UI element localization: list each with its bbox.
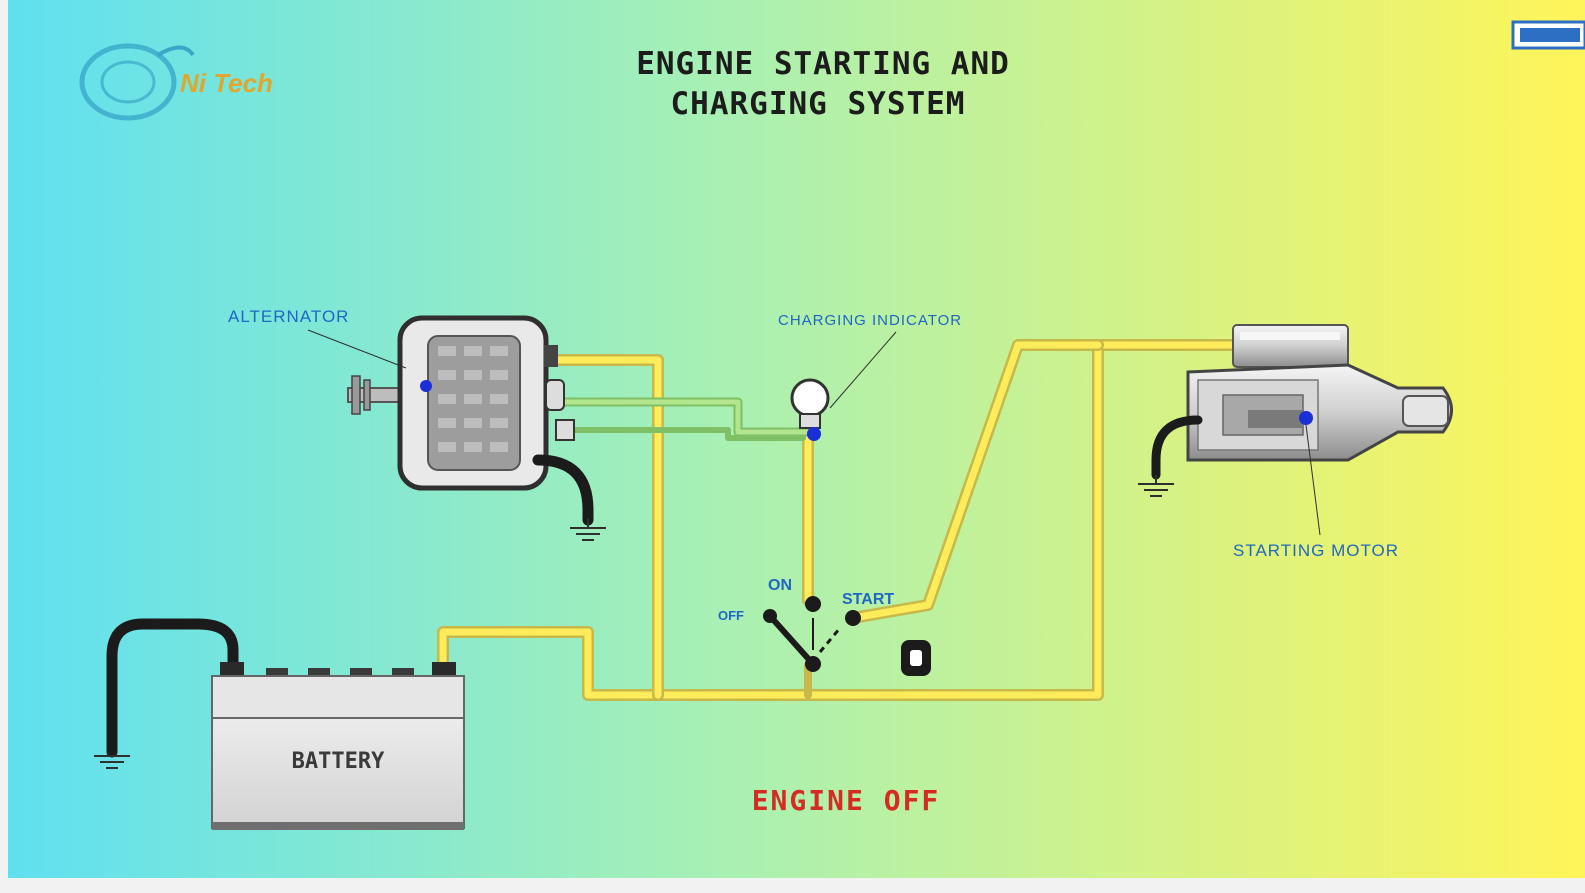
starter-leader-line xyxy=(1305,424,1321,536)
alternator-terminal xyxy=(420,380,432,392)
brand-logo-icon: Ni Tech xyxy=(79,43,273,121)
alternator-label: ALTERNATOR xyxy=(228,307,349,326)
switch-off-label: OFF xyxy=(718,608,744,623)
wiring xyxy=(437,339,1244,701)
diagram-frame: Ni Tech ENGINE STARTING AND CHARGING SYS… xyxy=(8,0,1585,878)
logo-text: Ni Tech xyxy=(180,68,273,98)
indicator-leader-line xyxy=(829,331,897,409)
ignition-switch xyxy=(763,596,861,672)
lightbulb-icon xyxy=(790,378,830,441)
battery: BATTERY xyxy=(106,618,465,830)
ground-symbol-icon xyxy=(570,518,606,541)
alternator xyxy=(347,315,594,526)
diagram-title-line1: ENGINE STARTING AND xyxy=(636,46,1010,82)
switch-start-label: START xyxy=(842,591,894,608)
switch-on-label: ON xyxy=(768,577,792,594)
ground-symbol-icon xyxy=(94,755,130,769)
starting-motor xyxy=(1151,324,1453,480)
starting-motor-label: STARTING MOTOR xyxy=(1233,541,1399,560)
diagram-title-line2: CHARGING SYSTEM xyxy=(671,86,966,122)
charging-system-diagram: Ni Tech ENGINE STARTING AND CHARGING SYS… xyxy=(8,0,1585,878)
battery-label: BATTERY xyxy=(292,749,385,774)
alternator-leader-line xyxy=(307,329,407,369)
engine-status-text: ENGINE OFF xyxy=(752,784,941,817)
charging-indicator-label: CHARGING INDICATOR xyxy=(778,312,962,329)
ground-symbol-icon xyxy=(1138,475,1174,497)
ignition-key-icon xyxy=(901,640,931,676)
corner-badge-icon xyxy=(1511,20,1585,50)
